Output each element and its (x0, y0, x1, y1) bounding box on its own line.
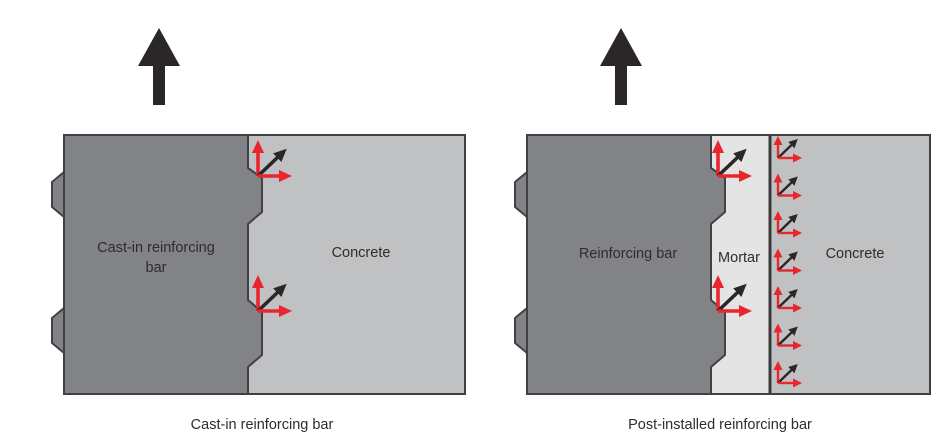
bar-label: Reinforcing bar (579, 246, 677, 262)
concrete-label: Concrete (826, 246, 885, 262)
right-panel: Reinforcing bar Mortar Concrete Post-ins… (514, 28, 931, 433)
block-outline (63, 134, 466, 395)
left-panel: Cast-in reinforcing bar Concrete Cast-in… (51, 28, 466, 433)
panel-caption: Post-installed reinforcing bar (628, 417, 812, 433)
bar-label: Cast-in reinforcing (97, 240, 215, 256)
concrete-label: Concrete (332, 245, 391, 261)
applied-load-arrow-icon (600, 28, 642, 105)
rebar-shape (514, 134, 726, 395)
block-outline (526, 134, 931, 395)
panel-caption: Cast-in reinforcing bar (191, 417, 334, 433)
mortar-label: Mortar (718, 250, 760, 266)
bar-label-line2: bar (146, 260, 167, 276)
applied-load-arrow-icon (138, 28, 180, 105)
